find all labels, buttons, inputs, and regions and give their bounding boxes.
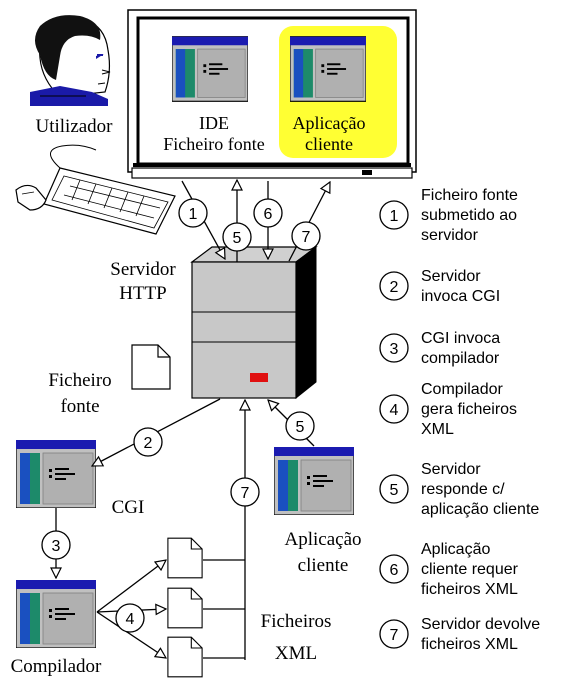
legend-step-2: 2 Servidor invoca CGI	[379, 268, 500, 305]
client-app-window-icon	[290, 36, 366, 102]
cgi-window-icon	[16, 440, 96, 508]
legend-step-3-text: CGI invoca	[421, 330, 500, 347]
legend-step-3-circle	[379, 333, 409, 363]
legend-step-1-circle	[379, 200, 409, 230]
legend-step-1-number: 1	[390, 208, 399, 225]
client-app-label-line2: cliente	[305, 134, 353, 154]
legend-step-2-text: invoca CGI	[421, 288, 500, 305]
server-label-line2: HTTP	[119, 283, 167, 304]
source-file-label-line2: fonte	[60, 396, 99, 417]
ide-window-icon	[172, 36, 248, 102]
legend-step-4-text: XML	[421, 421, 454, 438]
client-app-label-line1: Aplicação	[293, 113, 366, 133]
svg-text:6: 6	[264, 206, 273, 223]
legend-step-4-text: Compilador	[421, 381, 503, 398]
legend-step-1: 1 Ficheiro fonte submetido ao servidor	[379, 187, 518, 244]
marker-7b: 7	[230, 477, 260, 507]
svg-text:3: 3	[52, 538, 61, 555]
legend-step-5: 5 Servidor responde c/aplicação cliente	[379, 461, 539, 518]
monitor: IDE Ficheiro fonte Aplicação cliente	[127, 9, 417, 179]
compiler-label: Compilador	[11, 656, 102, 677]
server-tower-icon	[190, 246, 318, 400]
legend-step-1-text: servidor	[421, 227, 479, 244]
legend-step-5-text: responde c/	[421, 481, 505, 498]
keyboard-icon	[43, 144, 176, 235]
diagram-step-markers: 1 5 6 7 2 3 4 7	[41, 198, 321, 633]
legend-step-7: 7 Servidor devolve ficheiros XML	[379, 616, 540, 653]
legend-step-1-text: Ficheiro fonte	[421, 187, 518, 204]
legend-step-1-text: submetido ao	[421, 207, 517, 224]
legend-step-3-text: compilador	[421, 350, 500, 367]
ide-label: IDE	[199, 113, 229, 133]
marker-7a: 7	[291, 221, 321, 251]
legend-step-3: 3 CGI invoca compilador	[379, 330, 500, 367]
marker-6: 6	[253, 198, 283, 228]
legend-step-7-text: ficheiros XML	[421, 636, 518, 653]
legend-step-2-circle	[379, 271, 409, 301]
user-icon	[30, 15, 111, 106]
arrow-step-7-top	[288, 182, 330, 262]
user-label: Utilizador	[35, 116, 113, 137]
svg-text:5: 5	[233, 230, 242, 247]
xml-file-icon-1	[167, 537, 203, 579]
marker-1: 1	[178, 198, 208, 228]
legend-step-6-circle	[379, 554, 409, 584]
legend-step-6-number: 6	[390, 562, 399, 579]
server-status-led	[250, 373, 268, 382]
marker-5a: 5	[222, 222, 252, 252]
legend-step-6-text: cliente requer	[421, 561, 519, 578]
legend-step-6: 6 Aplicação cliente requer ficheiros XML	[379, 541, 519, 598]
client-app-window-label-line2: cliente	[298, 555, 349, 576]
svg-text:7: 7	[302, 229, 311, 246]
marker-2: 2	[133, 427, 163, 457]
legend-step-7-text: Servidor devolve	[421, 616, 540, 633]
legend-step-4-circle	[379, 394, 409, 424]
legend-step-5-circle	[379, 474, 409, 504]
legend-step-7-circle	[379, 619, 409, 649]
svg-text:7: 7	[241, 485, 250, 502]
cgi-label: CGI	[112, 497, 145, 518]
xml-files-label-line1: Ficheiros	[261, 611, 332, 632]
legend-step-6-text: ficheiros XML	[421, 581, 518, 598]
legend-step-7-number: 7	[390, 627, 399, 644]
arrow-step-4c	[96, 611, 166, 658]
client-app-window-icon-2	[274, 447, 354, 515]
svg-text:4: 4	[126, 611, 135, 628]
source-file-icon	[131, 344, 171, 390]
legend-step-5-text: aplicação cliente	[421, 501, 539, 518]
legend-step-5-number: 5	[390, 482, 399, 499]
client-app-window-label-line1: Aplicação	[284, 529, 361, 550]
legend-step-3-number: 3	[390, 341, 399, 358]
arrow-step-4a	[96, 560, 166, 613]
server-label-line1: Servidor	[110, 259, 176, 280]
legend-step-4-number: 4	[390, 402, 399, 419]
source-file-label-line1: Ficheiro	[48, 370, 111, 391]
xml-files-label-line2: XML	[275, 643, 317, 664]
svg-text:2: 2	[144, 435, 153, 452]
mouse-icon	[15, 184, 47, 211]
ide-file-label: Ficheiro fonte	[163, 134, 264, 154]
marker-4: 4	[115, 603, 145, 633]
legend-step-2-number: 2	[390, 279, 399, 296]
legend-step-2-text: Servidor	[421, 268, 481, 285]
marker-3: 3	[41, 530, 71, 560]
marker-5b: 5	[285, 411, 315, 441]
svg-text:5: 5	[296, 419, 305, 436]
legend-step-4-text: gera ficheiros	[421, 401, 517, 418]
legend-step-5-text: Servidor	[421, 461, 481, 478]
xml-file-icon-2	[167, 587, 203, 629]
svg-text:1: 1	[189, 206, 198, 223]
compiler-window-icon	[16, 580, 96, 648]
xml-file-icon-3	[167, 636, 203, 678]
legend-step-6-text: Aplicação	[421, 541, 490, 558]
